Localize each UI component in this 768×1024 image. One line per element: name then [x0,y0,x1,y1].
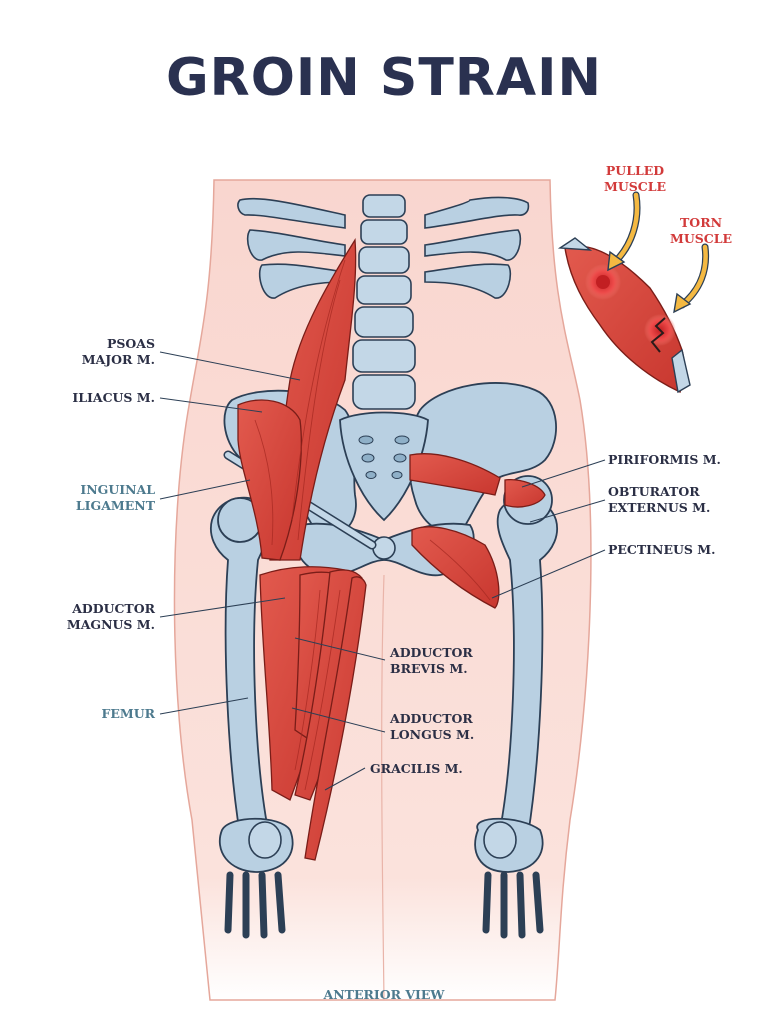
inguinal-ligament-label-line2: LIGAMENT [75,498,155,513]
psoas-major-label: PSOAS MAJOR M. [82,336,155,368]
pectineus-muscle [411,526,500,609]
pectineus-label-line1: PECTINEUS M. [608,542,716,557]
inguinal-ligament-label: INGUINAL LIGAMENT [76,482,155,514]
adductor-brevis-label: ADDUCTOR BREVIS M. [390,645,473,677]
gracilis-muscle [304,576,367,861]
adductor-magnus-label-line1: ADDUCTOR [72,601,155,616]
adductor-longus-label-line1: ADDUCTOR [390,711,473,726]
spine [352,194,416,410]
piriformis-label-line1: PIRIFORMIS M. [608,452,721,467]
sacral-foramina [358,435,410,479]
ribs [237,196,530,299]
strained-muscle-inset [557,191,710,394]
gracilis-label: GRACILIS M. [370,761,463,777]
piriformis-label: PIRIFORMIS M. [608,452,721,468]
adductor-longus-label: ADDUCTOR LONGUS M. [390,711,474,743]
adductor-magnus-label-line2: MAGNUS M. [66,617,155,632]
torn-muscle-label: TORN MUSCLE [670,215,732,247]
adductor-longus-label-line2: LONGUS M. [390,727,475,742]
page-title: GROIN STRAIN [166,48,602,108]
pulled-muscle-label-line1: PULLED [605,163,665,178]
pectineus-label: PECTINEUS M. [608,542,715,558]
iliacus-label: ILIACUS M. [72,390,155,406]
obturator-externus-muscle [504,479,546,508]
psoas-major-label-line1: PSOAS [106,336,155,351]
pulled-muscle-label: PULLED MUSCLE [604,163,666,195]
gracilis-label-line1: GRACILIS M. [370,761,463,776]
pubic-symphysis [372,536,396,560]
psoas-major-label-line2: MAJOR M. [81,352,155,367]
inguinal-ligament-label-line1: INGUINAL [80,482,155,497]
iliacus-label-line1: ILIACUS M. [72,390,155,405]
torn-muscle-label-line2: MUSCLE [670,231,733,246]
tear-line [650,317,666,353]
leader-lines [159,351,606,791]
adductor-brevis-label-line1: ADDUCTOR [390,645,473,660]
femur-label-line1: FEMUR [101,706,155,721]
obturator-externus-label: OBTURATOR EXTERNUS M. [608,484,710,516]
adductor-brevis-label-line2: BREVIS M. [390,661,468,676]
view-caption: ANTERIOR VIEW [323,987,445,1002]
torn-muscle-label-line1: TORN [680,215,723,230]
obturator-externus-label-line2: EXTERNUS M. [608,500,711,515]
obturator-externus-label-line1: OBTURATOR [608,484,700,499]
pulled-muscle-label-line2: MUSCLE [604,179,667,194]
femur-label: FEMUR [101,706,155,722]
piriformis-muscle [409,453,501,496]
adductor-magnus-label: ADDUCTOR MAGNUS M. [67,601,155,633]
